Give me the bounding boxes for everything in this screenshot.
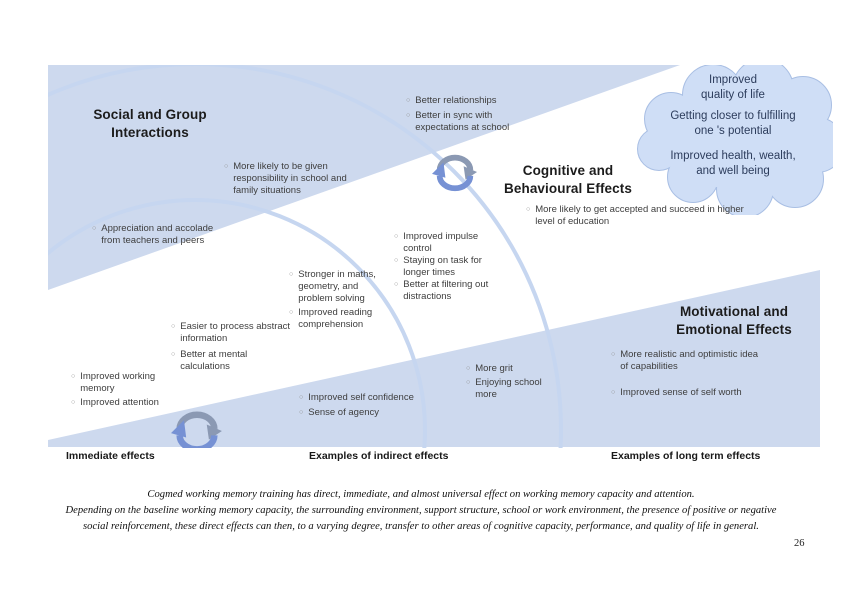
bullet-marker: ○ xyxy=(611,389,616,396)
bullet-enjoying-school: ○ Enjoying school more xyxy=(466,377,556,401)
cycle-arrows-icon xyxy=(432,154,478,192)
bullet-marker: ○ xyxy=(526,206,531,213)
bullet-text: Improved impulse control xyxy=(403,231,479,254)
bullet-sense-of-agency: ○ Sense of agency xyxy=(299,407,403,419)
bullet-text: Better at filtering out distractions xyxy=(403,279,489,302)
bullet-better-in-sync: ○ Better in sync with expectations at sc… xyxy=(406,110,522,134)
bullet-appreciation-accolade: ○ Appreciation and accolade from teacher… xyxy=(92,223,232,247)
cloud-item-potential: Getting closer to fulfilling one 's pote… xyxy=(670,110,796,138)
bullet-marker: ○ xyxy=(611,351,616,358)
bullet-realistic-capabilities: ○ More realistic and optimistic idea of … xyxy=(611,349,763,373)
bullet-text: Sense of agency xyxy=(308,407,380,418)
cloud-text-group: Improved quality of life Getting closer … xyxy=(633,65,833,215)
bullet-text: Better relationships xyxy=(415,95,497,106)
bullet-marker: ○ xyxy=(171,323,176,330)
bullet-text: Improved working memory xyxy=(80,371,156,394)
axis-label-indirect-effects: Examples of indirect effects xyxy=(309,450,449,462)
bullet-text: Improved reading comprehension xyxy=(298,307,373,330)
bullet-text: More realistic and optimistic idea of ca… xyxy=(620,349,759,372)
bullet-marker: ○ xyxy=(171,351,176,358)
bullet-more-grit: ○ More grit xyxy=(466,363,540,375)
bullet-marker: ○ xyxy=(224,163,229,170)
bullet-staying-on-task: ○ Staying on task for longer times xyxy=(394,255,498,279)
bullet-text: Improved sense of self worth xyxy=(620,387,742,398)
bullet-mental-calculations: ○ Better at mental calculations xyxy=(171,349,265,373)
bullet-text: Improved self confidence xyxy=(308,392,414,403)
bullet-text: More likely to get accepted and succeed … xyxy=(535,204,744,227)
bullet-marker: ○ xyxy=(71,399,76,406)
bullet-reading-comprehension: ○ Improved reading comprehension xyxy=(289,307,387,331)
bullet-marker: ○ xyxy=(466,365,471,372)
bullet-text: Improved attention xyxy=(80,397,159,408)
bullet-marker: ○ xyxy=(394,281,399,288)
heading-social-group-interactions: Social and Group Interactions xyxy=(93,107,207,140)
bullet-stronger-maths: ○ Stronger in maths, geometry, and probl… xyxy=(289,269,391,305)
bullet-filtering-distractions: ○ Better at filtering out distractions xyxy=(394,279,508,303)
bullet-text: Stronger in maths, geometry, and problem… xyxy=(298,269,376,304)
bullet-marker: ○ xyxy=(394,233,399,240)
bullet-marker: ○ xyxy=(466,379,471,386)
bullet-marker: ○ xyxy=(299,409,304,416)
bullet-working-memory: ○ Improved working memory xyxy=(71,371,157,395)
cloud-item-quality-of-life: Improved quality of life xyxy=(701,74,765,102)
heading-cognitive-behavioural-effects: Cognitive and Behavioural Effects xyxy=(504,163,632,196)
bullet-marker: ○ xyxy=(394,257,399,264)
axis-label-immediate-effects: Immediate effects xyxy=(66,450,155,462)
caption-line: Depending on the baseline working memory… xyxy=(65,505,777,516)
bullet-text: Better at mental calculations xyxy=(180,349,248,372)
bullet-marker: ○ xyxy=(92,225,97,232)
bullet-improved-attention: ○ Improved attention xyxy=(71,397,177,409)
bullet-marker: ○ xyxy=(299,394,304,401)
bullet-marker: ○ xyxy=(289,271,294,278)
bullet-text: More likely to be given responsibility i… xyxy=(233,161,347,196)
figure-caption: Cogmed working memory training has direc… xyxy=(60,487,782,535)
heading-motivational-emotional-effects: Motivational and Emotional Effects xyxy=(676,304,792,337)
bullet-text: Better in sync with expectations at scho… xyxy=(415,110,510,133)
effects-diagram: Improved quality of life Getting closer … xyxy=(48,65,834,448)
bullet-self-confidence: ○ Improved self confidence xyxy=(299,392,433,404)
bullet-responsibility: ○ More likely to be given responsibility… xyxy=(224,161,374,197)
bullet-marker: ○ xyxy=(289,309,294,316)
bullet-marker: ○ xyxy=(406,112,411,119)
bullet-impulse-control: ○ Improved impulse control xyxy=(394,231,490,255)
bullet-text: Appreciation and accolade from teachers … xyxy=(101,223,214,246)
caption-line: Cogmed working memory training has direc… xyxy=(147,489,695,500)
bullet-text: More grit xyxy=(475,363,513,374)
bullet-self-worth: ○ Improved sense of self worth xyxy=(611,387,765,399)
bullet-text: Staying on task for longer times xyxy=(403,255,482,278)
bullet-marker: ○ xyxy=(406,97,411,104)
bullet-better-relationships: ○ Better relationships xyxy=(406,95,556,107)
bullet-text: Easier to process abstract information xyxy=(180,321,291,344)
cloud-item-health-wealth: Improved health, wealth, and well being xyxy=(670,150,796,178)
bullet-marker: ○ xyxy=(71,373,76,380)
cloud-shape xyxy=(637,65,833,215)
bullet-text: Enjoying school more xyxy=(475,377,542,400)
bullet-higher-education: ○ More likely to get accepted and succee… xyxy=(526,204,746,228)
axis-label-long-term-effects: Examples of long term effects xyxy=(611,450,761,462)
caption-line: social reinforcement, these direct effec… xyxy=(83,521,759,532)
page-number: 26 xyxy=(794,538,805,549)
bullet-abstract-information: ○ Easier to process abstract information xyxy=(171,321,307,345)
cycle-arrows-icon xyxy=(171,411,222,448)
